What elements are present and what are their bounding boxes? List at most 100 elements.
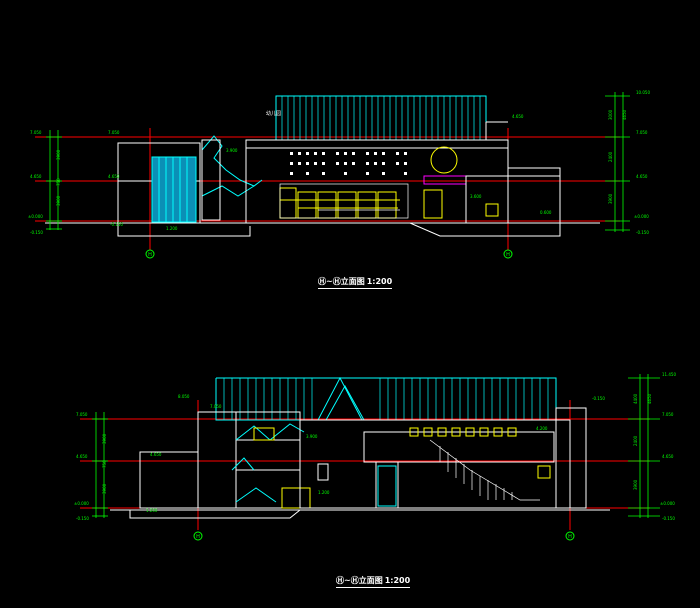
- level-label: 1.200: [146, 508, 158, 513]
- bottom-right-dimensions: [628, 374, 660, 518]
- level-label: ±0.000: [28, 214, 43, 219]
- bottom-ground: [110, 509, 610, 519]
- bottom-left-windows: [253, 427, 311, 509]
- caption-title: Ⓗ~Ⓗ立面图: [336, 576, 383, 585]
- bottom-stair: [231, 423, 305, 503]
- level-label: 4.650: [636, 174, 648, 179]
- bottom-left-dimensions: [92, 412, 108, 518]
- top-right-annex: [465, 167, 561, 224]
- level-label: 10.050: [636, 90, 650, 95]
- bottom-grid-bubble-left: H: [193, 531, 203, 541]
- level-label: -0.150: [76, 516, 89, 521]
- dim-label: 750: [102, 460, 107, 468]
- top-glazed-curtain: [151, 156, 197, 223]
- top-mid-level-labels: 7.050 4.650 3.900 1.200 -0.150 4.650 3.6…: [108, 114, 552, 231]
- dim-label: 750: [56, 178, 61, 186]
- grid-label: H: [568, 534, 572, 540]
- top-level-lines: [35, 128, 620, 250]
- level-label: 1.200: [166, 226, 178, 231]
- level-label: 3.900: [226, 148, 238, 153]
- top-sign-text: 幼儿园: [266, 110, 281, 117]
- level-label: ±0.000: [660, 501, 675, 506]
- caption-scale: 1:200: [384, 576, 411, 585]
- caption-underline: [318, 288, 393, 289]
- level-label: -0.150: [110, 222, 123, 227]
- top-elevation: H H: [28, 90, 650, 259]
- bottom-left-dim-labels: 3900 750 3900: [102, 433, 107, 494]
- dim-label: 3000: [608, 109, 613, 120]
- level-label: 4.650: [150, 452, 162, 457]
- level-label: 7.050: [108, 130, 120, 135]
- level-label: 1.200: [318, 490, 330, 495]
- level-label: ±0.000: [634, 214, 649, 219]
- level-label: 7.050: [30, 130, 42, 135]
- level-label: 4.650: [512, 114, 524, 119]
- level-label: 4.200: [536, 426, 548, 431]
- bottom-left-level-labels: 7.050 4.650 ±0.000 -0.150: [74, 412, 89, 521]
- top-magenta-band: [423, 175, 467, 185]
- bottom-main-roof: [215, 376, 557, 421]
- dim-label: 2400: [608, 151, 613, 162]
- bottom-louver-stair: [429, 439, 540, 501]
- bottom-mid-level-labels: 8.050 7.050 4.650 1.200 3.900 1.200 4.20…: [146, 394, 605, 513]
- level-label: 4.650: [662, 454, 674, 459]
- level-label: 3.900: [306, 434, 318, 439]
- level-label: 4.650: [108, 174, 120, 179]
- level-label: 11.450: [662, 372, 676, 377]
- level-label: ±0.000: [74, 501, 89, 506]
- dim-label: 3900: [608, 193, 613, 204]
- top-right-dim-labels: 3000 2400 3900 4650: [608, 109, 627, 204]
- dim-label: 4400: [633, 393, 638, 404]
- dim-label: 3900: [56, 149, 61, 160]
- level-label: 0.600: [540, 210, 552, 215]
- dim-label: 4650: [647, 393, 652, 404]
- dim-label: 3900: [56, 195, 61, 206]
- bottom-right-dim-labels: 4400 2400 3900 4650: [633, 393, 652, 490]
- top-grid-bubble-right: H: [503, 249, 513, 259]
- caption-title: Ⓗ~Ⓗ立面图: [318, 277, 365, 286]
- level-label: 7.050: [636, 130, 648, 135]
- bottom-main-facade: [299, 419, 571, 509]
- grid-label: H: [196, 534, 200, 540]
- caption-scale: 1:200: [366, 277, 393, 286]
- top-main-roof: [275, 95, 487, 141]
- level-label: 7.050: [662, 412, 674, 417]
- level-label: -0.150: [592, 396, 605, 401]
- dim-label: 4650: [622, 109, 627, 120]
- level-label: 8.050: [178, 394, 190, 399]
- caption-underline: [336, 587, 411, 588]
- grid-label: H: [148, 252, 152, 258]
- top-grid-bubble-left: H: [145, 249, 155, 259]
- top-stair: [201, 135, 263, 221]
- bottom-right-block: [555, 407, 587, 509]
- level-label: -0.150: [30, 230, 43, 235]
- level-label: -0.150: [662, 516, 675, 521]
- grid-label: H: [506, 252, 510, 258]
- bottom-upper-windows: [409, 427, 551, 479]
- top-left-dim-labels: 3900 750 3900: [56, 149, 61, 206]
- top-left-level-labels: 7.050 4.650 ±0.000 -0.150: [28, 130, 43, 235]
- level-label: 4.650: [30, 174, 42, 179]
- dim-label: 2400: [633, 435, 638, 446]
- level-label: 4.650: [76, 454, 88, 459]
- top-ground: [45, 222, 600, 237]
- top-right-dimensions: [605, 92, 630, 232]
- bottom-right-level-labels: 11.450 7.050 4.650 ±0.000 -0.150: [660, 372, 676, 521]
- level-label: -0.150: [636, 230, 649, 235]
- top-ground-windows: [279, 187, 499, 219]
- top-left-dimensions: [46, 130, 62, 230]
- dim-label: 3900: [102, 483, 107, 494]
- dim-label: 3900: [633, 479, 638, 490]
- top-ground-grille: [279, 183, 409, 219]
- level-label: 3.600: [470, 194, 482, 199]
- bottom-grid-bubble-right: H: [565, 531, 575, 541]
- dim-label: 3900: [102, 433, 107, 444]
- top-round-window: [430, 146, 458, 174]
- level-label: 7.050: [76, 412, 88, 417]
- top-dot-windows: [290, 152, 407, 175]
- bottom-elevation: H H: [74, 372, 676, 541]
- bottom-door: [377, 465, 397, 507]
